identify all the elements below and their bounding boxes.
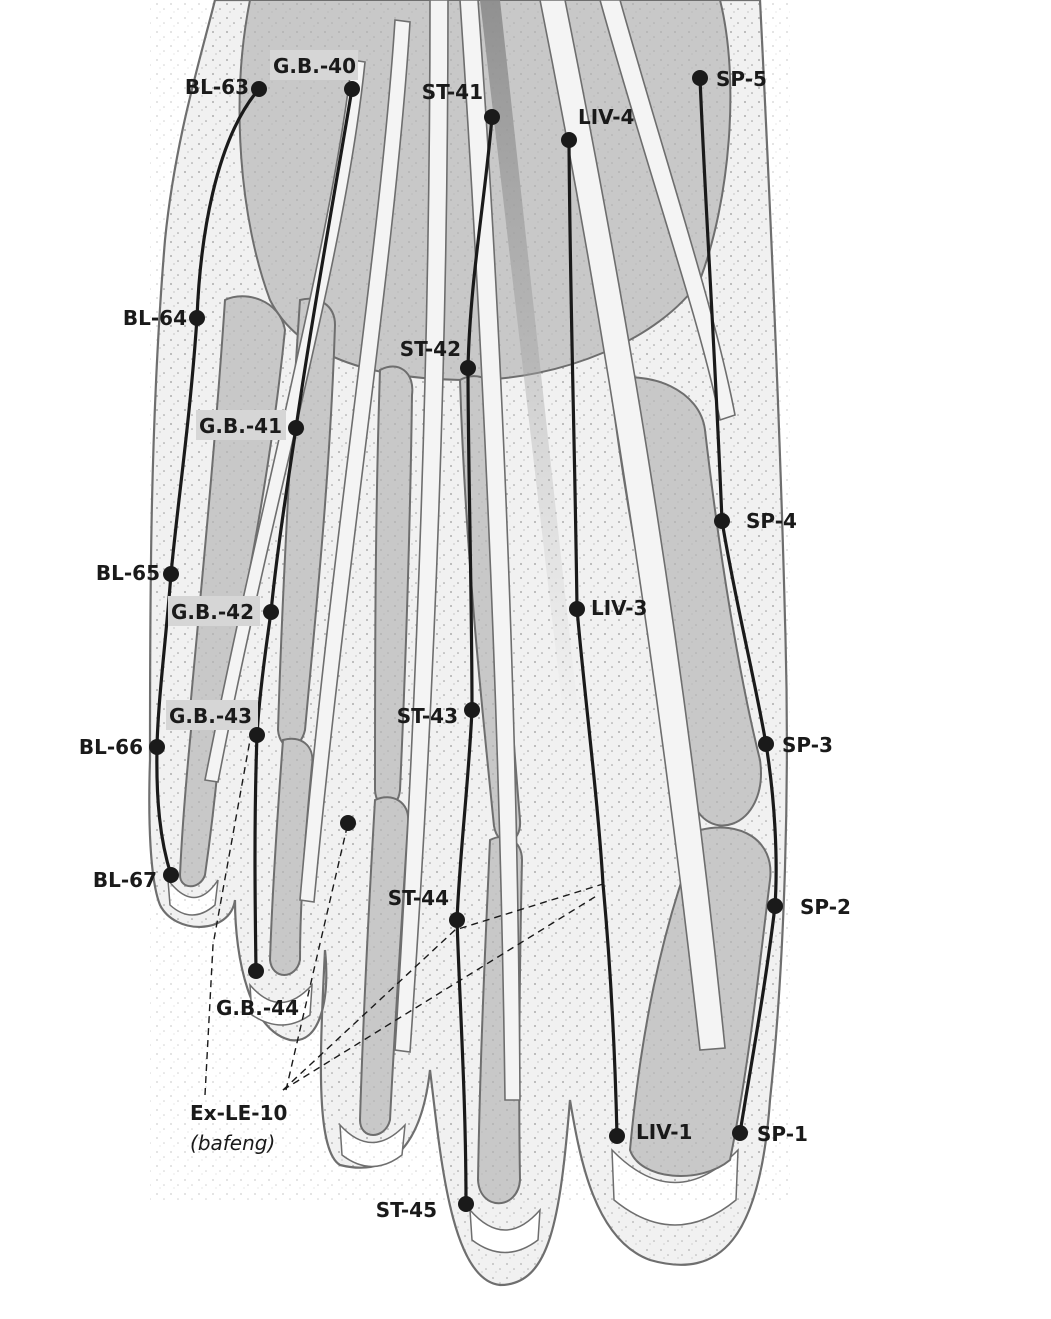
label-liv-1: LIV-1: [636, 1120, 692, 1144]
label-gb-40: G.B.-40: [273, 54, 356, 78]
label-sp-4: SP-4: [746, 509, 797, 533]
label-bafeng-name: (bafeng): [190, 1131, 275, 1155]
label-sp-3: SP-3: [782, 733, 833, 757]
label-gb-44: G.B.-44: [216, 996, 299, 1020]
label-liv-4: LIV-4: [578, 105, 634, 129]
label-bl-67: BL-67: [93, 868, 157, 892]
label-bl-64: BL-64: [123, 306, 187, 330]
label-gb-41: G.B.-41: [199, 414, 282, 438]
nail-toe-2: [469, 1207, 541, 1254]
bafeng-name: bafeng: [198, 1131, 268, 1155]
dot-gb-44: [248, 963, 264, 979]
label-bafeng-code: Ex-LE-10: [190, 1101, 287, 1125]
bafeng-paren-close: ): [265, 1131, 275, 1155]
dot-st-43: [464, 702, 480, 718]
label-bl-66: BL-66: [79, 735, 143, 759]
dot-sp-2: [767, 898, 783, 914]
dot-liv-1: [609, 1128, 625, 1144]
dot-sp-1: [732, 1125, 748, 1141]
label-sp-1: SP-1: [757, 1122, 808, 1146]
liv-channel-line: [567, 138, 619, 1138]
gb-channel-line: [253, 87, 354, 973]
bafeng-leader-2: [285, 822, 349, 1091]
dot-bl-67: [163, 867, 179, 883]
bafeng-leaders: [204, 739, 604, 1096]
bl-channel-line: [155, 87, 261, 877]
st-channel-line: [455, 115, 494, 1206]
dot-bl-66: [149, 739, 165, 755]
bafeng-leader-3: [282, 883, 604, 1091]
dot-sp-4: [714, 513, 730, 529]
artery-shading: [480, 0, 580, 730]
dot-liv-3: [569, 601, 585, 617]
label-bg-gb-40: [270, 50, 358, 80]
acupoint-dots: [149, 70, 783, 1212]
dot-bl-65: [163, 566, 179, 582]
dot-liv-4: [561, 132, 577, 148]
dot-bafeng: [340, 815, 356, 831]
dot-st-45: [458, 1196, 474, 1212]
gb-label-backgrounds: [166, 50, 358, 730]
label-st-41: ST-41: [422, 80, 483, 104]
label-bg-gb-42: [168, 596, 260, 626]
sp-channel-line: [698, 76, 778, 1135]
channel-lines: [155, 76, 778, 1206]
bafeng-paren-open: (: [190, 1131, 199, 1155]
label-st-43: ST-43: [397, 704, 458, 728]
dot-bl-63: [251, 81, 267, 97]
dot-st-41: [484, 109, 500, 125]
label-sp-2: SP-2: [800, 895, 851, 919]
label-st-45: ST-45: [376, 1198, 437, 1222]
dot-sp-3: [758, 736, 774, 752]
bafeng-leader-4: [282, 894, 599, 1091]
dot-gb-41: [288, 420, 304, 436]
dot-bl-64: [189, 310, 205, 326]
tendon-toe-4: [299, 19, 411, 903]
dot-sp-5: [692, 70, 708, 86]
label-bl-63: BL-63: [185, 75, 249, 99]
dot-st-42: [460, 360, 476, 376]
dot-gb-42: [263, 604, 279, 620]
tendon-toe-2: [459, 0, 521, 1101]
tendon-anterior: [599, 0, 736, 422]
label-bl-65: BL-65: [96, 561, 160, 585]
tendon-toe-3: [394, 0, 449, 1053]
acupoint-labels: BL-63 BL-64 BL-65 BL-66 BL-67 G.B.-40 G.…: [79, 54, 851, 1222]
label-st-42: ST-42: [400, 337, 461, 361]
label-bg-gb-43: [166, 700, 258, 730]
bafeng-leader-1: [204, 739, 251, 1096]
tendon-hallucis: [539, 0, 726, 1051]
label-liv-3: LIV-3: [591, 596, 647, 620]
label-gb-42: G.B.-42: [171, 600, 254, 624]
dot-gb-40: [344, 81, 360, 97]
dot-st-44: [449, 912, 465, 928]
label-sp-5: SP-5: [716, 67, 767, 91]
label-st-44: ST-44: [388, 886, 449, 910]
label-gb-43: G.B.-43: [169, 704, 252, 728]
dot-gb-43: [249, 727, 265, 743]
label-bg-gb-41: [196, 410, 286, 440]
